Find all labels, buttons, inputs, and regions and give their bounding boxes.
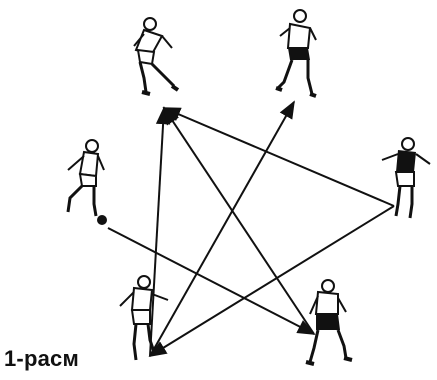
player-left bbox=[66, 139, 107, 225]
player-top-right bbox=[275, 9, 317, 98]
pass-arrow-left-to-bottom-right bbox=[107, 227, 316, 335]
player-top-left bbox=[133, 17, 180, 96]
pass-lines bbox=[107, 100, 395, 357]
figure-caption: 1-расм bbox=[4, 346, 79, 371]
pass-arrow-bottom-left-to-top-right bbox=[149, 100, 295, 357]
pass-arrow-right-to-bottom-left bbox=[148, 205, 395, 357]
ball-icon bbox=[97, 215, 107, 225]
player-right bbox=[381, 137, 431, 219]
player-bottom-left bbox=[119, 275, 169, 361]
pass-arrow-right-to-top-left bbox=[162, 107, 395, 207]
player-bottom-right bbox=[305, 279, 353, 366]
pass-arrow-bottom-right-to-top-left bbox=[163, 106, 315, 335]
pass-arrow-bottom-left-to-top-left bbox=[149, 106, 171, 357]
